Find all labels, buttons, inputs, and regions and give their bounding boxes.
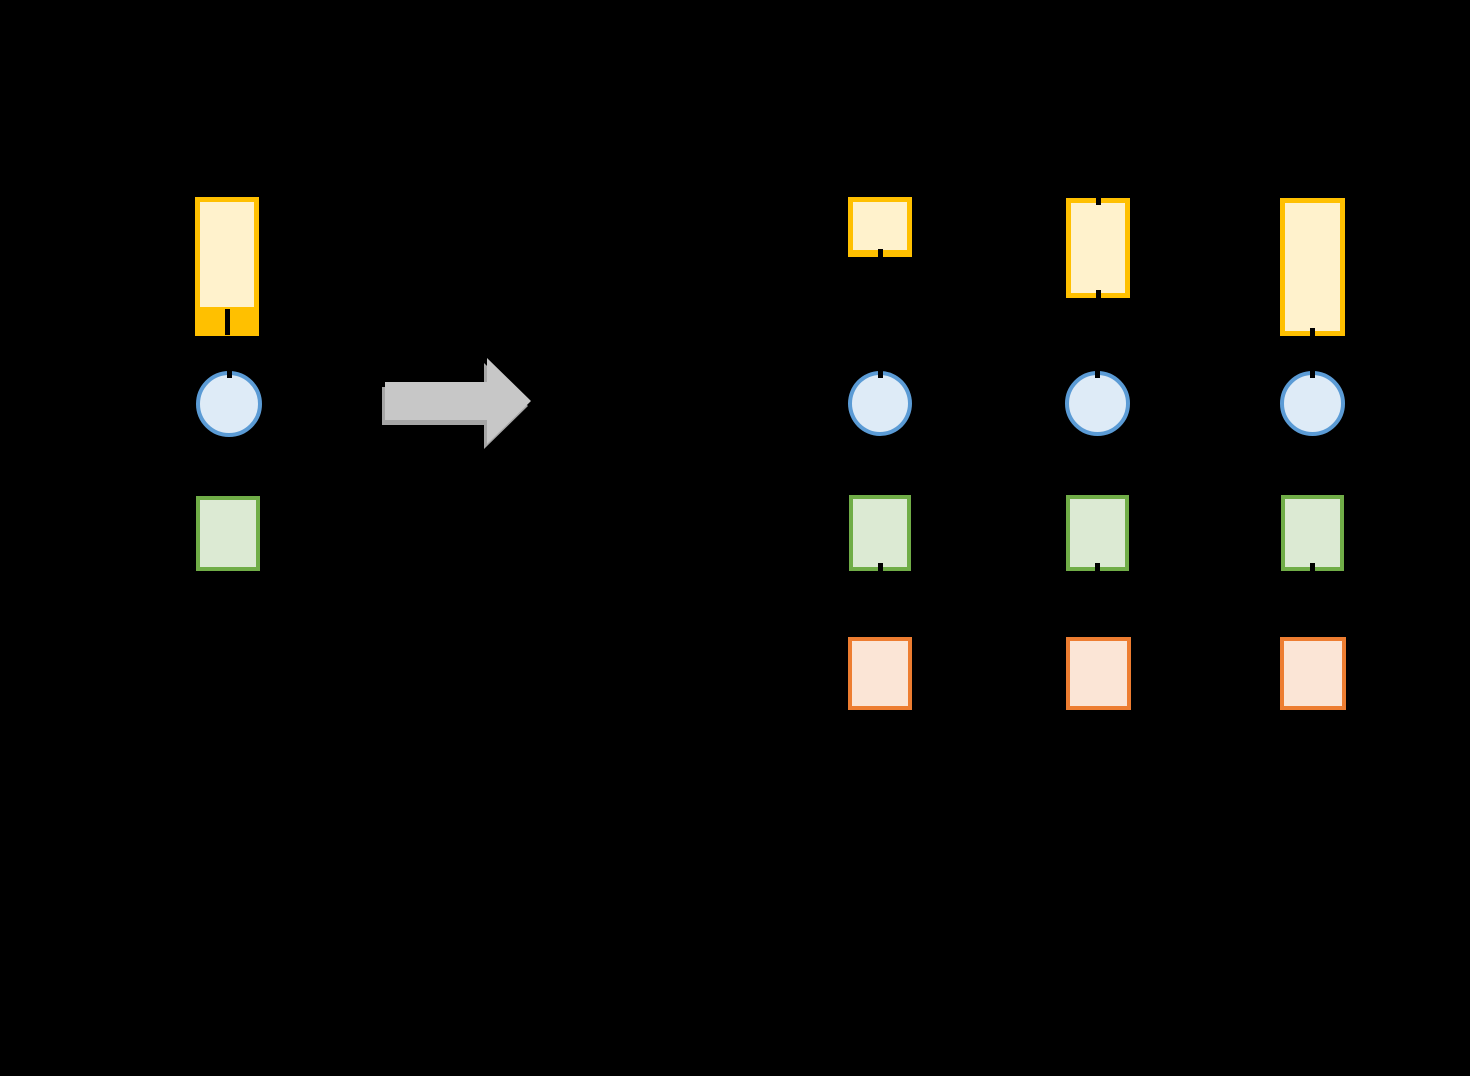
green-square xyxy=(196,496,260,571)
amber-bar-bottom-tick xyxy=(1095,290,1101,302)
amber-bar-top-tick xyxy=(1095,195,1101,205)
blue-circle-top-tick xyxy=(877,368,883,378)
green-square xyxy=(1281,495,1344,571)
green-square-bottom-tick xyxy=(877,563,883,575)
orange-square xyxy=(1066,637,1131,710)
amber-bar xyxy=(1066,198,1130,298)
right-arrow xyxy=(385,358,531,444)
right-arrow-icon xyxy=(385,358,531,444)
amber-bar xyxy=(1280,198,1345,336)
green-square xyxy=(849,495,911,571)
blue-circle-top-tick xyxy=(1310,368,1315,378)
amber-bar-bottom-tick xyxy=(877,249,883,261)
amber-bar xyxy=(848,197,912,257)
green-square-bottom-tick xyxy=(1310,563,1315,575)
amber-meter-bar-inner xyxy=(200,202,254,307)
blue-circle xyxy=(1280,371,1345,436)
blue-circle xyxy=(1065,371,1130,436)
green-square-bottom-tick xyxy=(1095,563,1100,575)
amber-meter-bar xyxy=(195,197,259,336)
green-square xyxy=(1066,495,1129,571)
blue-circle-top-tick xyxy=(1095,368,1100,378)
amber-meter-bar-slit xyxy=(224,309,230,335)
blue-circle xyxy=(848,371,912,436)
amber-bar-bottom-tick xyxy=(1310,328,1315,340)
blue-circle-top-tick xyxy=(226,368,232,378)
orange-square xyxy=(848,637,912,710)
blue-circle xyxy=(196,371,262,437)
orange-square xyxy=(1280,637,1346,710)
